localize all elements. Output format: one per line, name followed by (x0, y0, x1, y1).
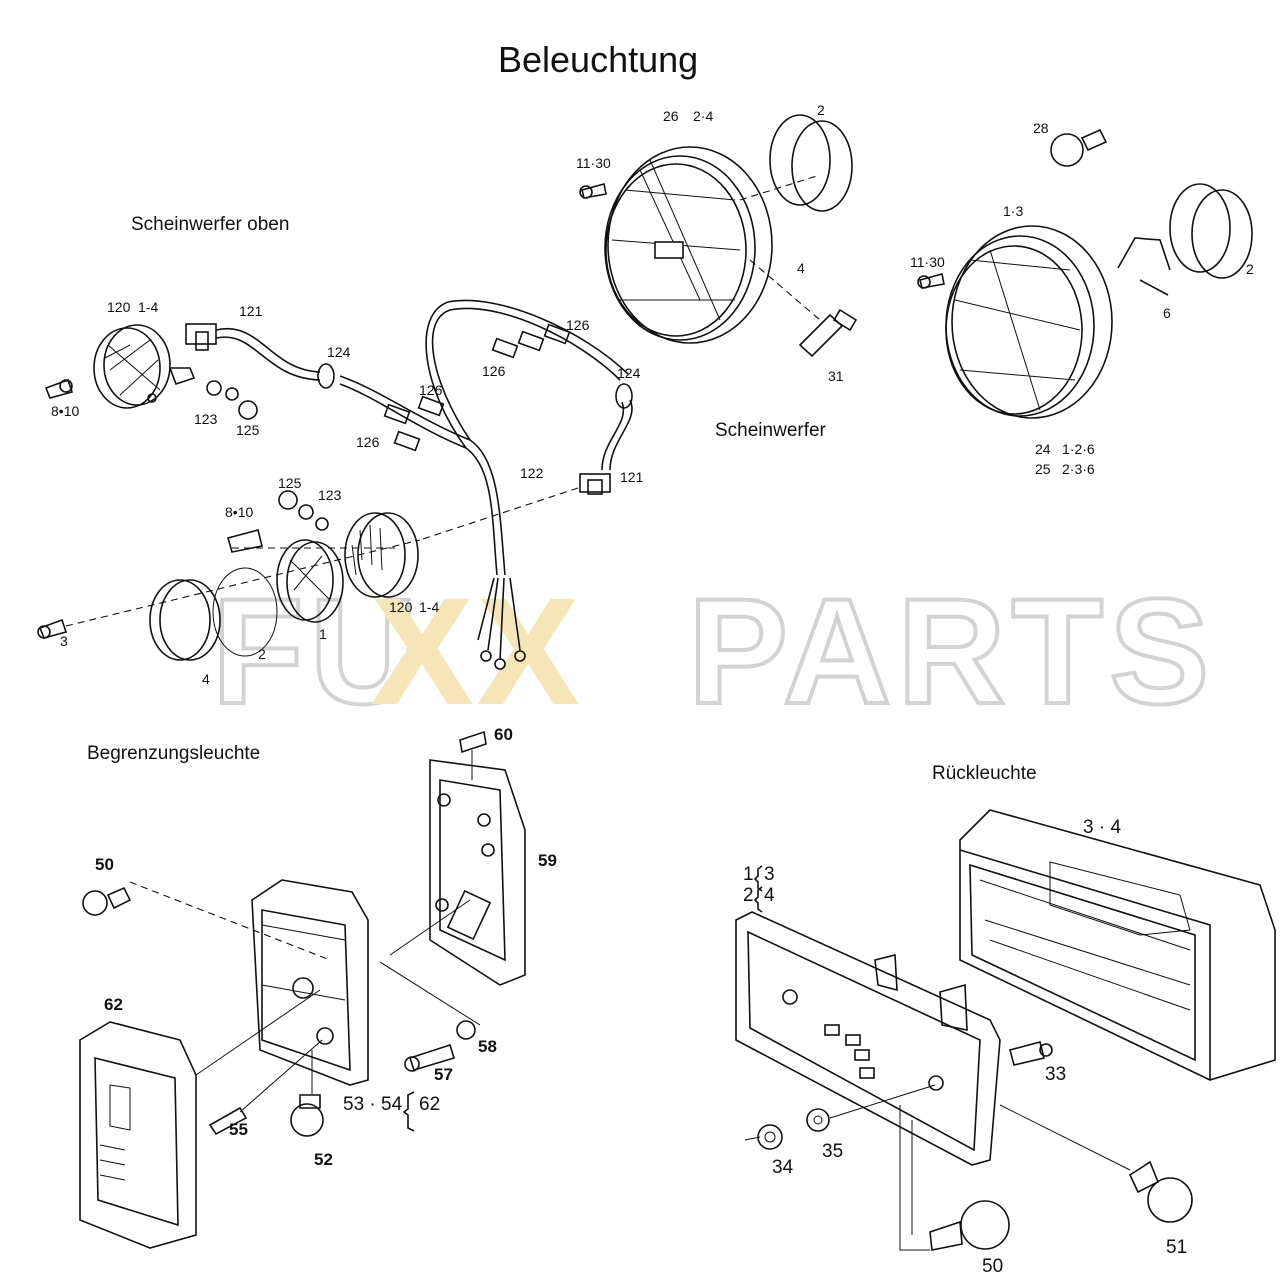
label-31: 31 (828, 368, 844, 384)
section-title-scheinwerfer: Scheinwerfer (715, 420, 827, 441)
label-25: 25 (1035, 461, 1051, 477)
label-126-d: 126 (356, 434, 380, 450)
cap-125-top (238, 400, 258, 420)
label-58: 58 (478, 1037, 497, 1056)
wiring-harness-122 (215, 299, 633, 670)
label-1-ref: 3 (764, 864, 775, 885)
label-4: 4 (797, 260, 805, 276)
lower-work-lamp (37, 490, 421, 661)
label-2-b: 2 (1246, 261, 1254, 277)
label-2: 2 (743, 885, 754, 906)
label-24-range: 1·2·6 (1062, 441, 1095, 457)
label-50: 50 (982, 1256, 1003, 1277)
section-title-rueckleuchte: Rückleuchte (932, 763, 1037, 784)
label-120-b: 120 (389, 599, 413, 615)
label-25-range: 2·3·6 (1062, 461, 1095, 477)
brace-2 (753, 886, 763, 913)
scheinwerfer-assembly-right: 28 1·3 11·30 2 6 24 1·2·6 25 2·3·6 (910, 120, 1254, 477)
scheinwerfer-oben-assembly: 120 1-4 121 124 126 126 124 126 126 8•10… (37, 299, 644, 687)
bulb-8-10-top (44, 378, 74, 399)
upper-work-lamp (93, 324, 196, 409)
label-1: 1 (319, 626, 327, 642)
label-126-a: 126 (566, 317, 590, 333)
brace-1 (753, 865, 763, 892)
label-8-10-b: 8•10 (225, 504, 253, 520)
label-11-30-b: 11·30 (910, 254, 945, 270)
label-124-a: 124 (327, 344, 351, 360)
label-3-4: 3 · 4 (1083, 817, 1121, 838)
section-title-begrenzungsleuchte: Begrenzungsleuchte (87, 743, 260, 764)
connector-121-top (185, 323, 217, 351)
section-title-scheinwerfer-oben: Scheinwerfer oben (131, 214, 289, 235)
label-2: 2 (258, 646, 266, 662)
label-60: 60 (494, 725, 513, 744)
label-62-ref: 62 (419, 1094, 440, 1115)
begrenzungsleuchte-assembly: 60 50 59 62 58 57 53 · 54 62 55 52 (79, 725, 557, 1249)
label-120-b-range: 1-4 (419, 599, 439, 615)
label-11-30-a: 11·30 (576, 155, 611, 171)
scheinwerfer-assembly-left: 26 2·4 2 11·30 4 31 (576, 102, 858, 384)
label-2-a: 2 (817, 102, 825, 118)
label-123-b: 123 (318, 487, 342, 503)
label-125-b: 125 (278, 475, 302, 491)
label-62: 62 (104, 995, 123, 1014)
label-55: 55 (229, 1120, 248, 1139)
label-123-a: 123 (194, 411, 218, 427)
label-126-c: 126 (419, 382, 443, 398)
label-126-b: 126 (482, 363, 506, 379)
page-title: Beleuchtung (498, 39, 698, 80)
label-6: 6 (1163, 305, 1171, 321)
label-51: 51 (1166, 1237, 1187, 1258)
washer-123-top (206, 380, 239, 401)
label-59: 59 (538, 851, 557, 870)
label-28: 28 (1033, 120, 1049, 136)
label-24: 24 (1035, 441, 1051, 457)
brace-53-54 (402, 1091, 415, 1132)
watermark-parts: PARTS (688, 567, 1215, 735)
label-52: 52 (314, 1150, 333, 1169)
label-34: 34 (772, 1157, 794, 1178)
h4-badge (654, 241, 684, 259)
label-122: 122 (520, 465, 544, 481)
label-121-top: 121 (239, 303, 263, 319)
label-121-b: 121 (620, 469, 644, 485)
label-50: 50 (95, 855, 114, 874)
label-53-54: 53 · 54 (343, 1094, 403, 1115)
label-3: 3 (60, 633, 68, 649)
label-125-a: 125 (236, 422, 260, 438)
label-8-10-a: 8•10 (51, 403, 79, 419)
label-2-ref: 4 (764, 885, 775, 906)
watermark-xx: XX (372, 567, 584, 735)
label-26-range: 2·4 (693, 108, 713, 124)
label-26: 26 (663, 108, 679, 124)
label-124-b: 124 (617, 365, 641, 381)
label-1: 1 (743, 864, 754, 885)
connectors-126 (383, 323, 571, 452)
connector-121-bottom (579, 473, 611, 495)
label-33: 33 (1045, 1064, 1066, 1085)
label-35: 35 (822, 1141, 843, 1162)
label-120-top-range: 1-4 (138, 299, 158, 315)
label-120-top: 120 (107, 299, 131, 315)
rueckleuchte-assembly: 3 · 4 1 3 2 4 33 34 35 51 50 (735, 809, 1276, 1277)
label-1-3: 1·3 (1003, 203, 1023, 219)
watermark: FU XX PARTS (210, 565, 1215, 737)
label-57: 57 (434, 1065, 453, 1084)
label-4: 4 (202, 671, 210, 687)
